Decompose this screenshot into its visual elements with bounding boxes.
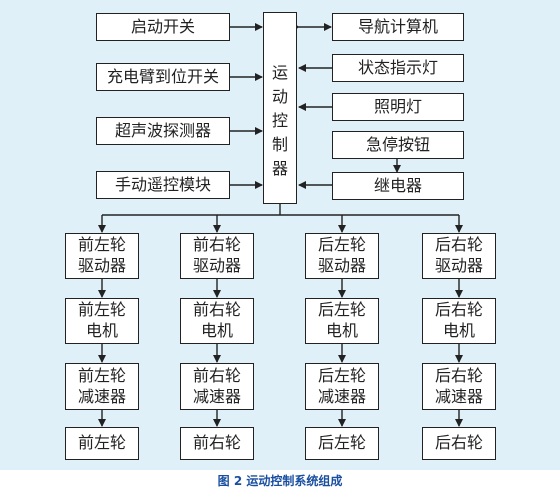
controller-char: 控 [271,111,288,130]
wheel-box: 前左轮 [65,427,139,460]
motor-box: 后右轮 电机 [422,298,496,344]
driver-box: 后右轮 驱动器 [422,233,496,279]
motor-label-line2: 电机 [325,321,358,340]
controller-char: 动 [271,87,288,106]
controller-char: 器 [271,159,288,178]
remote-control-module-box: 手动遥控模块 [96,171,230,199]
reducer-label-line1: 后左轮 [317,365,366,385]
controller-char: 运 [271,63,288,82]
driver-label-line2: 驱动器 [77,256,126,275]
reducer-label-line1: 前左轮 [77,365,126,385]
motor-box: 后左轮 电机 [305,298,379,344]
reducer-box: 后右轮 减速器 [422,363,496,410]
driver-label-line2: 驱动器 [434,256,483,275]
diagram-canvas: 启动开关 充电臂到位开关 超声波探测器 手动遥控模块 运 动 控 制 器 导航计… [0,0,560,470]
navigation-computer-box: 导航计算机 [332,13,464,41]
reducer-box: 前右轮 减速器 [180,363,254,410]
motion-controller-box: 运 动 控 制 器 [263,12,297,204]
connector-lines [98,23,463,427]
reducer-label-line2: 减速器 [434,386,483,406]
wheel-box: 后左轮 [305,427,379,460]
reducer-label-line2: 减速器 [77,386,126,406]
driver-label-line1: 后右轮 [434,235,483,255]
charging-arm-switch-box: 充电臂到位开关 [96,63,230,91]
driver-box: 后左轮 驱动器 [305,233,379,279]
driver-label-line2: 驱动器 [192,256,241,275]
reducer-label-line1: 前右轮 [192,365,241,385]
reducer-box: 后左轮 减速器 [305,363,379,410]
motor-label-line1: 后左轮 [317,300,366,320]
driver-label-line2: 驱动器 [317,256,366,275]
motor-label-line2: 电机 [85,321,118,340]
reducer-label-line1: 后右轮 [434,365,483,385]
driver-label-line1: 后左轮 [317,235,366,255]
reducer-label-line2: 减速器 [192,386,241,406]
motor-label-line1: 前左轮 [77,300,126,320]
reducer-box: 前左轮 减速器 [65,363,139,410]
driver-label-line1: 前右轮 [192,235,241,255]
driver-label-line1: 前左轮 [77,235,126,255]
wheel-box: 前右轮 [180,427,254,460]
controller-char: 制 [271,135,288,154]
motor-label-line1: 前右轮 [192,300,241,320]
reducer-label-line2: 减速器 [317,386,366,406]
start-switch-box: 启动开关 [96,13,230,41]
motor-box: 前左轮 电机 [65,298,139,344]
motor-label-line1: 后右轮 [434,300,483,320]
motor-box: 前右轮 电机 [180,298,254,344]
emergency-stop-box: 急停按钮 [332,131,464,159]
motor-label-line2: 电机 [200,321,233,340]
relay-box: 继电器 [332,172,464,200]
figure-caption: 图 2 运动控制系统组成 [217,474,343,488]
wheel-box: 后右轮 [422,427,496,460]
driver-box: 前右轮 驱动器 [180,233,254,279]
ultrasonic-detector-box: 超声波探测器 [96,117,230,145]
motor-label-line2: 电机 [442,321,475,340]
status-indicator-box: 状态指示灯 [332,54,464,82]
driver-box: 前左轮 驱动器 [65,233,139,279]
lighting-box: 照明灯 [332,93,464,121]
